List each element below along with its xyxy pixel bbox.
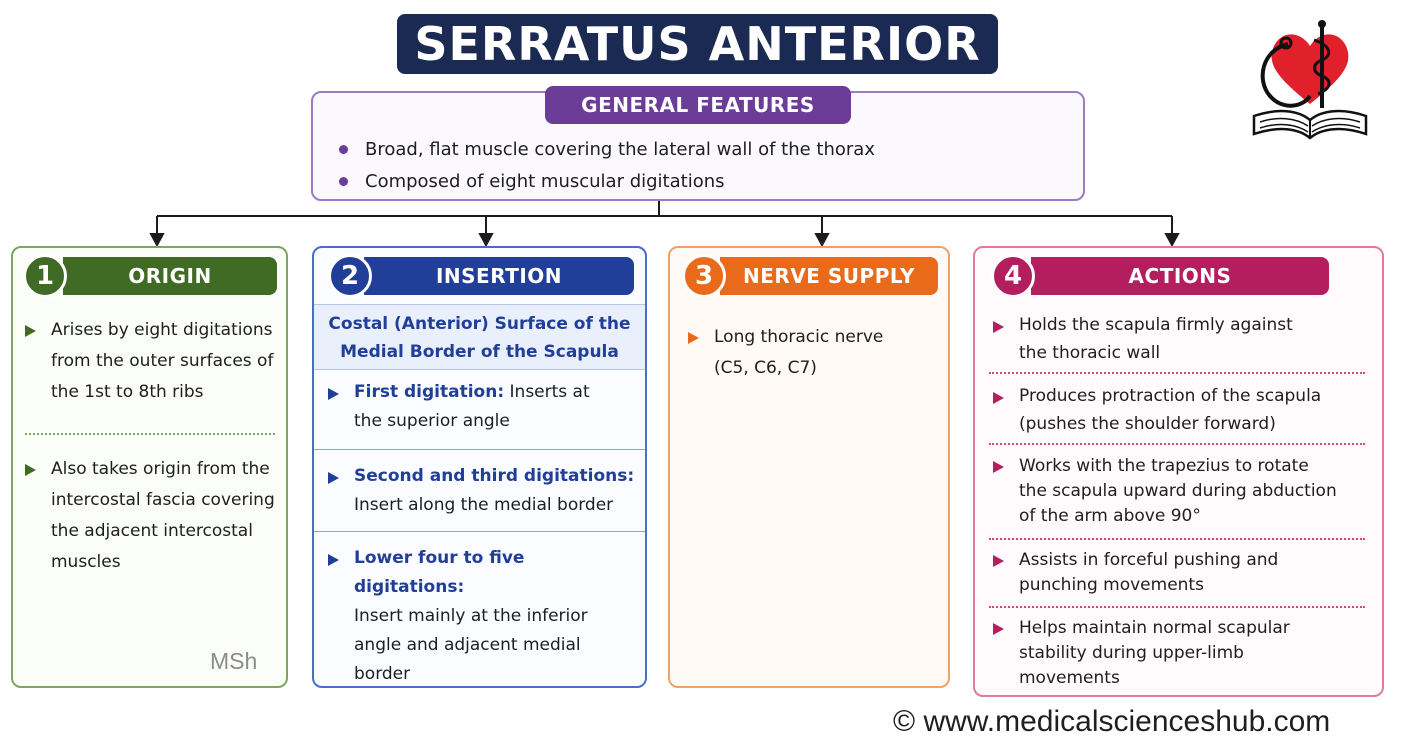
divider (989, 372, 1365, 374)
triangle-bullet-icon (328, 388, 339, 400)
watermark: MSh (210, 648, 258, 674)
general-features-label: GENERAL FEATURES (545, 86, 851, 124)
stethoscope-icon (1260, 42, 1312, 108)
divider (25, 433, 275, 435)
origin-header: ORIGIN (63, 257, 277, 295)
nerve-supply-header: NERVE SUPPLY (720, 257, 938, 295)
list-item: Second and third digitations: Insert alo… (328, 462, 638, 520)
list-item: Helps maintain normal scapular stability… (993, 616, 1373, 691)
triangle-bullet-icon (993, 623, 1004, 635)
feature-item: Broad, flat muscle covering the lateral … (339, 133, 875, 165)
divider (989, 443, 1365, 445)
insertion-subtitle: Costal (Anterior) Surface of the Medial … (314, 304, 645, 370)
insertion-header: INSERTION (364, 257, 634, 295)
insertion-card: INSERTION 2 Costal (Anterior) Surface of… (312, 246, 647, 688)
nerve-supply-number-badge: 3 (682, 254, 726, 298)
general-features-box: Broad, flat muscle covering the lateral … (311, 91, 1085, 201)
triangle-bullet-icon (993, 555, 1004, 567)
list-item: Assists in forceful pushing and punching… (993, 548, 1373, 598)
triangle-bullet-icon (328, 554, 339, 566)
divider (989, 538, 1365, 540)
bullet-icon (339, 144, 348, 154)
list-item: Also takes origin from the intercostal f… (25, 454, 285, 578)
actions-header: ACTIONS (1031, 257, 1329, 295)
triangle-bullet-icon (993, 461, 1004, 473)
copyright-footer: © www.medicalscienceshub.com (893, 705, 1331, 738)
page-title: SERRATUS ANTERIOR (397, 14, 998, 74)
actions-number-badge: 4 (991, 254, 1035, 298)
triangle-bullet-icon (25, 325, 36, 337)
triangle-bullet-icon (25, 464, 36, 476)
list-item: First digitation: Inserts at the superio… (328, 378, 638, 436)
insertion-number-badge: 2 (328, 254, 372, 298)
triangle-bullet-icon (328, 472, 339, 484)
open-book-icon (1252, 109, 1368, 140)
triangle-bullet-icon (688, 332, 699, 344)
list-item: Produces protraction of the scapula (pus… (993, 382, 1373, 438)
bullet-icon (339, 176, 348, 186)
divider (989, 606, 1365, 608)
origin-number-badge: 1 (23, 254, 67, 298)
list-item: Arises by eight digitations from the out… (25, 315, 285, 408)
list-item: Long thoracic nerve (C5, C6, C7) (688, 322, 938, 384)
triangle-bullet-icon (993, 392, 1004, 404)
feature-item: Composed of eight muscular digitations (339, 165, 875, 197)
divider (314, 449, 645, 450)
caduceus-heart-logo-icon (1252, 20, 1368, 140)
list-item: Works with the trapezius to rotate the s… (993, 454, 1373, 529)
list-item: Holds the scapula firmly against the tho… (993, 311, 1373, 367)
triangle-bullet-icon (993, 321, 1004, 333)
actions-card: ACTIONS 4 Holds the scapula firmly again… (973, 246, 1384, 697)
divider (314, 531, 645, 532)
list-item: Lower four to five digitations: Insert m… (328, 544, 638, 689)
origin-card: ORIGIN 1 Arises by eight digitations fro… (11, 246, 288, 688)
nerve-supply-card: NERVE SUPPLY 3 Long thoracic nerve (C5, … (668, 246, 950, 688)
